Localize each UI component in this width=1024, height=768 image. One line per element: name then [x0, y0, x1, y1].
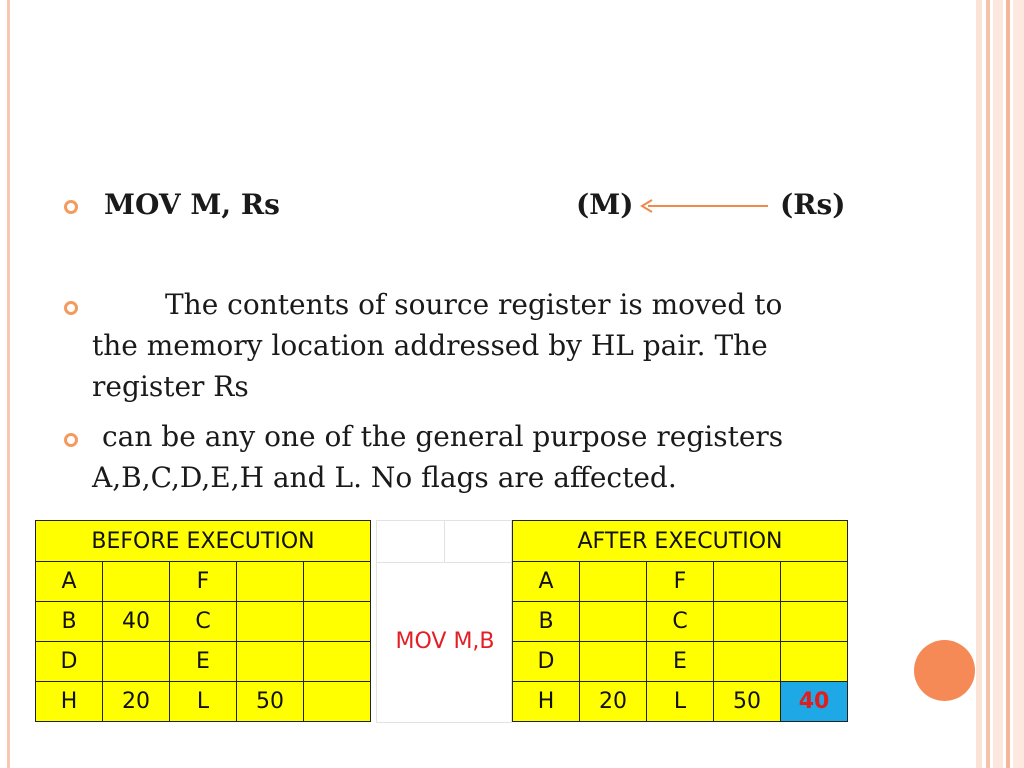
- register-cell: C: [169, 601, 237, 642]
- empty-cell: [445, 521, 513, 563]
- table-title: BEFORE EXECUTION: [35, 520, 371, 562]
- register-cell: 50: [236, 681, 304, 722]
- register-cell: [236, 641, 304, 682]
- bullet-icon: [64, 200, 78, 214]
- register-cell: [303, 641, 371, 682]
- register-cell: [713, 601, 781, 642]
- right-border-stripe: [986, 0, 990, 768]
- register-cell: H: [35, 681, 103, 722]
- register-cell: 20: [579, 681, 647, 722]
- register-cell: B: [35, 601, 103, 642]
- register-cell: 40: [102, 601, 170, 642]
- register-cell: A: [512, 561, 580, 602]
- table-title: AFTER EXECUTION: [512, 520, 848, 562]
- register-cell: 20: [102, 681, 170, 722]
- register-cell: [780, 561, 848, 602]
- register-cell: B: [512, 601, 580, 642]
- table-row: D E: [35, 641, 371, 682]
- register-cell: 50: [713, 681, 781, 722]
- instruction-label: MOV M,B: [395, 629, 495, 654]
- register-cell: D: [512, 641, 580, 682]
- paragraph-line: A,B,C,D,E,H and L. No flags are affected…: [92, 461, 677, 494]
- source-label: (Rs): [780, 188, 846, 221]
- left-border-stripe: [7, 0, 10, 768]
- table-row: H 20 L 50: [35, 681, 371, 722]
- register-cell: [713, 561, 781, 602]
- register-cell: E: [646, 641, 714, 682]
- bullet-icon: [64, 301, 78, 315]
- destination-label: (M): [576, 188, 634, 221]
- register-cell: L: [646, 681, 714, 722]
- register-cell: [303, 601, 371, 642]
- register-cell: F: [169, 561, 237, 602]
- register-cell: [303, 681, 371, 722]
- register-cell: H: [512, 681, 580, 722]
- register-cell: [579, 601, 647, 642]
- instruction-title: MOV M, Rs: [104, 188, 280, 221]
- register-cell: [780, 601, 848, 642]
- empty-cell: [377, 521, 445, 563]
- register-cell: E: [169, 641, 237, 682]
- register-cell: D: [35, 641, 103, 682]
- table-row: A F: [512, 561, 848, 602]
- paragraph-line: register Rs: [92, 370, 249, 403]
- register-cell: [780, 641, 848, 682]
- paragraph-line: the memory location addressed by HL pair…: [92, 329, 768, 362]
- register-cell: [236, 601, 304, 642]
- right-border-stripe: [1013, 0, 1024, 768]
- table-row: A F: [35, 561, 371, 602]
- register-cell: [579, 561, 647, 602]
- register-cell: [303, 561, 371, 602]
- arrow-line: [648, 205, 768, 207]
- decorative-circle: [914, 640, 975, 701]
- table-row: B 40 C: [35, 601, 371, 642]
- arrow-left-icon: [640, 199, 653, 213]
- right-border-stripe: [976, 0, 982, 768]
- bullet-icon: [64, 433, 78, 447]
- register-cell: F: [646, 561, 714, 602]
- paragraph-line: The contents of source register is moved…: [165, 288, 783, 321]
- instruction-panel: MOV M,B: [376, 520, 513, 723]
- register-cell: [102, 641, 170, 682]
- table-row: B C: [512, 601, 848, 642]
- memory-value-cell: 40: [780, 681, 848, 722]
- table-row: H 20 L 50 40: [512, 681, 848, 722]
- register-cell: L: [169, 681, 237, 722]
- before-execution-table: BEFORE EXECUTION A F B 40 C D E H 20 L 5…: [35, 520, 371, 722]
- register-cell: [713, 641, 781, 682]
- paragraph-line: can be any one of the general purpose re…: [102, 420, 784, 453]
- register-cell: [579, 641, 647, 682]
- register-cell: [236, 561, 304, 602]
- right-border-stripe: [1006, 0, 1010, 768]
- register-cell: [102, 561, 170, 602]
- right-border-stripe: [993, 0, 1003, 768]
- register-cell: C: [646, 601, 714, 642]
- table-row: D E: [512, 641, 848, 682]
- register-cell: A: [35, 561, 103, 602]
- after-execution-table: AFTER EXECUTION A F B C D E H 20 L 50 40: [512, 520, 848, 722]
